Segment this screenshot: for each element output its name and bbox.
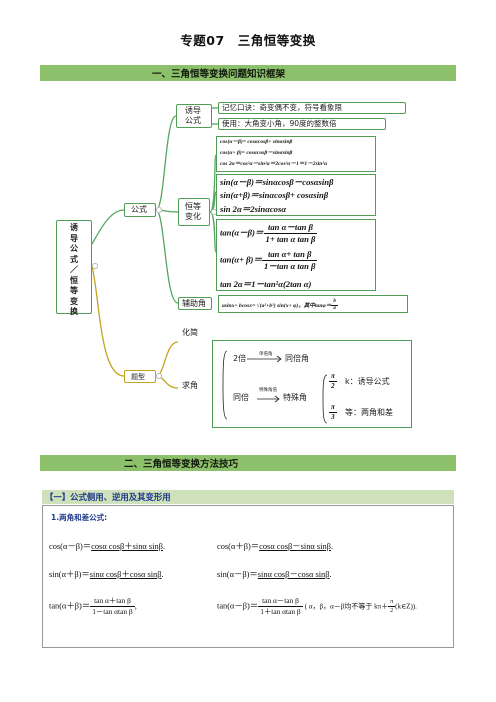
induction-note-1: 记忆口诀：奇变偶不变，符号看象限 — [218, 102, 406, 114]
cos-formula-box: cos(α－β)= cosαcosβ+ sinαsinβ cos(α+ β)= … — [216, 136, 376, 172]
branch-induction — [155, 115, 177, 211]
branch-induction-notes — [212, 107, 218, 125]
branch-formula — [91, 209, 125, 245]
node-dot — [155, 206, 163, 214]
induction-note-2: 使用：大角变小角，90度的整数倍 — [218, 118, 386, 130]
node-auxiliary: 辅助角 — [178, 297, 212, 310]
node-induction: 诱导 公式 — [176, 104, 212, 128]
section-banner-1: 一、三角恒等变换问题知识框架 — [40, 65, 456, 81]
node-formula: 公式 — [124, 203, 156, 217]
root-node: 诱导公式／恒等变换 — [56, 220, 92, 316]
formula-panel: 1.两角和差公式: cos(α－β)＝cosα cosβ＋sinα sinβ. … — [42, 505, 454, 648]
root-label: 诱导公式／恒等变换 — [70, 223, 78, 316]
angle-box-lines — [222, 350, 328, 424]
node-identity: 恒等 变化 — [178, 198, 210, 226]
page-title: 专题07 三角恒等变换 — [180, 33, 316, 48]
formula-row-1-right: cos(α＋β)＝cosα cosβ－sinα sinβ. — [217, 542, 333, 551]
aux-formula-box: asinx+ bcosx= √(a²+b²) sin(x+ φ)，其中tanφ＝… — [218, 295, 408, 313]
branch-simplify — [155, 341, 179, 377]
node-dot — [155, 372, 163, 380]
node-simplify: 化简 — [182, 328, 198, 337]
banner-1-text: 一、三角恒等变换问题知识框架 — [152, 69, 286, 80]
formula-row-2-right: sin(α－β)＝sinα cosβ－cosα sinβ. — [217, 570, 332, 579]
formula-row-1-left: cos(α－β)＝cosα cosβ＋sinα sinβ. — [49, 542, 165, 551]
section-banner-2: 二、三角恒等变换方法技巧 — [40, 455, 456, 471]
mindmap-connectors — [91, 107, 218, 389]
branch-topic — [91, 265, 125, 377]
formula-row-2-left: sin(α＋β)＝sinα cosβ＋cosα sinβ. — [49, 570, 164, 579]
node-evaluate: 求角 — [182, 381, 198, 390]
sin-formula-box: sin(α－β)＝sinαcosβ－cosαsinβ sin(α+β)＝sinα… — [216, 174, 376, 216]
subsection-header: 【一】公式侧用、逆用及其变形用 — [42, 490, 454, 504]
banner-2-text: 二、三角恒等变换方法技巧 — [124, 459, 239, 470]
node-topic: 题型 — [124, 370, 156, 383]
node-dot — [91, 262, 99, 270]
branch-aux — [155, 209, 179, 304]
